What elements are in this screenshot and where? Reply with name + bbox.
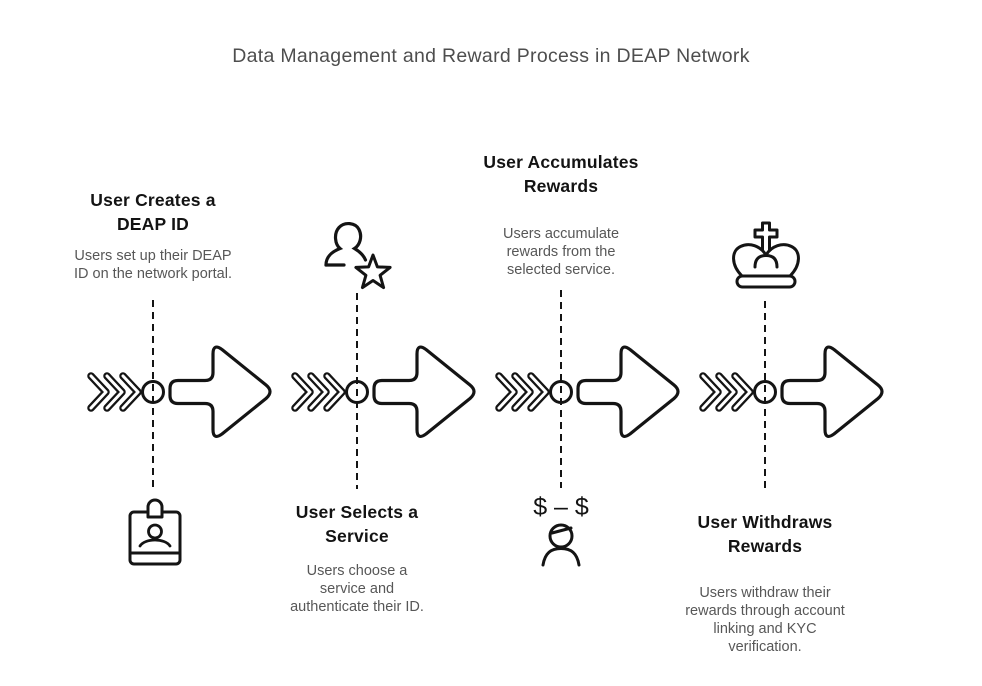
- diagram-title: Data Management and Reward Process in DE…: [232, 45, 750, 67]
- flow-arrow-graphic: [695, 337, 895, 447]
- step-description: Users withdraw their rewards through acc…: [685, 585, 845, 655]
- step-user-withdraws-rewards: User Withdraws Rewards Users withdraw th…: [663, 0, 867, 686]
- flow-arrow-graphic: [83, 337, 283, 447]
- step-description: Users set up their DEAP ID on the networ…: [74, 248, 232, 282]
- person-with-star-icon: [324, 222, 392, 290]
- dashed-connector-line: [764, 301, 766, 491]
- step-description: Users choose a service and authenticate …: [290, 563, 424, 615]
- step-heading: User Creates a DEAP ID: [90, 190, 216, 234]
- step-user-creates-deap-id: User Creates a DEAP ID Users set up thei…: [51, 0, 255, 686]
- dollar-exchange-label: $ – $: [533, 493, 589, 521]
- dashed-connector-line: [152, 300, 154, 488]
- flow-arrow-graphic: [491, 337, 691, 447]
- flow-arrow-graphic: [287, 337, 487, 447]
- step-heading: User Accumulates Rewards: [483, 152, 639, 196]
- chess-king-crown-icon: [732, 221, 800, 289]
- id-badge-icon: [128, 498, 182, 566]
- dashed-connector-line: [356, 293, 358, 489]
- step-heading: User Withdraws Rewards: [697, 512, 833, 556]
- step-user-accumulates-rewards: User Accumulates Rewards Users accumulat…: [459, 0, 663, 686]
- dollar-exchange-person-icon: [541, 523, 581, 567]
- star-icon: [354, 253, 392, 290]
- step-description: Users accumulate rewards from the select…: [502, 226, 620, 278]
- step-heading: User Selects a Service: [295, 502, 419, 546]
- step-user-selects-service: User Selects a Service Users choose a se…: [255, 0, 459, 686]
- dashed-connector-line: [560, 290, 562, 488]
